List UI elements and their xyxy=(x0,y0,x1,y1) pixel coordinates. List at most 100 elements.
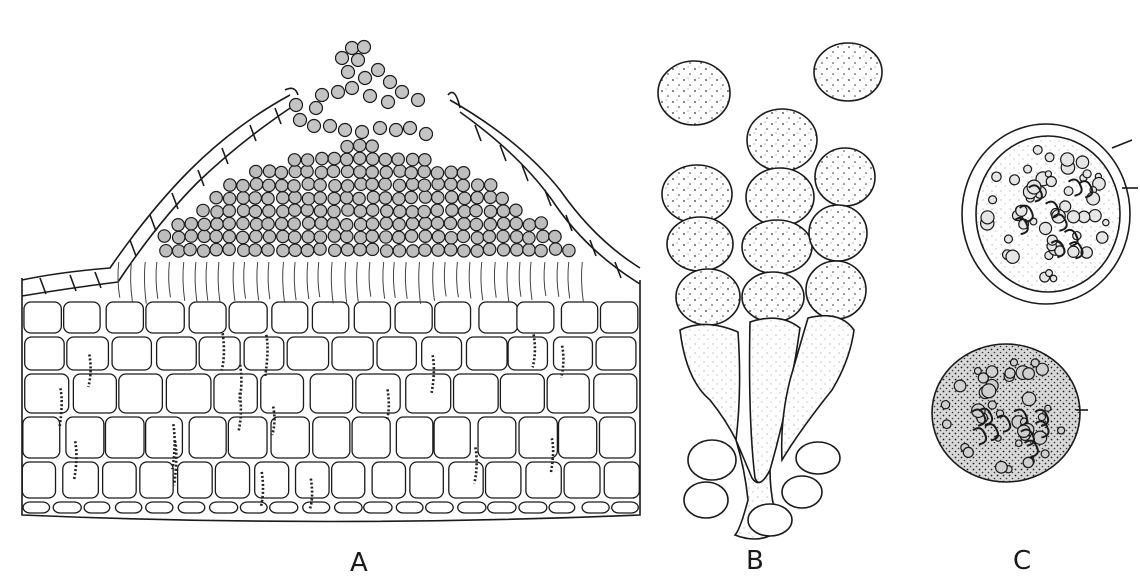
host-cell xyxy=(157,337,197,370)
host-cell xyxy=(500,374,544,413)
host-cell xyxy=(479,302,518,333)
host-cell xyxy=(549,502,575,513)
spore xyxy=(314,205,326,217)
spore xyxy=(276,179,288,191)
panel-c-spore-sections xyxy=(932,124,1138,482)
spore xyxy=(380,231,392,243)
spore-dense xyxy=(932,344,1080,482)
granule xyxy=(1016,440,1022,446)
host-cell xyxy=(215,462,249,498)
host-cell xyxy=(66,417,104,458)
host-cell xyxy=(146,502,173,513)
spore xyxy=(294,114,307,127)
spore xyxy=(384,76,397,89)
spore xyxy=(354,139,366,151)
spore xyxy=(497,205,509,217)
spore xyxy=(405,191,417,203)
host-cell xyxy=(272,302,308,333)
spore xyxy=(354,243,366,255)
host-cell xyxy=(406,374,451,413)
spore xyxy=(301,154,313,166)
host-cell xyxy=(255,462,289,498)
host-cell xyxy=(559,417,597,458)
host-cell xyxy=(466,337,507,370)
spore xyxy=(407,245,419,257)
host-cell xyxy=(748,504,792,536)
spore xyxy=(250,218,262,230)
stalk xyxy=(383,262,385,299)
host-cell xyxy=(67,337,109,370)
host-cell xyxy=(23,417,60,458)
host-cell xyxy=(228,417,267,458)
stalk xyxy=(481,262,483,300)
stalk xyxy=(369,262,371,297)
panel-label-b: B xyxy=(746,546,764,576)
spore xyxy=(419,244,431,256)
spore xyxy=(262,218,274,230)
spore xyxy=(354,205,366,217)
spore xyxy=(198,230,210,242)
stalk xyxy=(568,262,570,298)
host-cell xyxy=(410,462,443,498)
spore xyxy=(523,232,535,244)
spore xyxy=(366,166,378,178)
stalk xyxy=(206,262,208,301)
spore xyxy=(314,179,326,191)
host-cell xyxy=(352,417,390,458)
spore xyxy=(328,192,340,204)
stalk xyxy=(557,262,559,297)
spore xyxy=(211,206,223,218)
granule xyxy=(982,384,996,398)
spore xyxy=(485,179,497,191)
spore xyxy=(210,243,222,255)
spore xyxy=(366,140,378,152)
spore xyxy=(497,244,509,256)
host-cell xyxy=(458,502,486,513)
spore xyxy=(366,243,378,255)
stalk xyxy=(345,262,347,303)
granule xyxy=(1046,270,1053,277)
granule xyxy=(1041,450,1049,458)
granule xyxy=(1023,457,1033,467)
spore xyxy=(742,272,804,322)
host-cell xyxy=(178,502,205,513)
spore xyxy=(380,166,392,178)
spore xyxy=(210,230,222,242)
spore xyxy=(432,244,444,256)
spore xyxy=(537,230,549,242)
stalk xyxy=(519,262,521,297)
spore xyxy=(815,148,875,206)
spore xyxy=(184,243,196,255)
spore xyxy=(563,244,575,256)
granule xyxy=(981,211,994,224)
host-cell xyxy=(554,337,593,370)
spore xyxy=(262,192,274,204)
granule xyxy=(1076,156,1088,168)
spore xyxy=(277,244,289,256)
spore xyxy=(445,178,457,190)
spore xyxy=(676,269,740,325)
spore xyxy=(223,217,235,229)
spore xyxy=(458,192,470,204)
spore xyxy=(393,218,405,230)
spore xyxy=(250,178,262,190)
spore xyxy=(341,230,353,242)
spore xyxy=(372,64,385,77)
spore xyxy=(359,72,372,85)
host-cell xyxy=(782,476,822,508)
spore xyxy=(341,165,353,177)
host-cell xyxy=(599,417,635,458)
spore xyxy=(172,231,184,243)
spore xyxy=(354,231,366,243)
spore xyxy=(340,153,352,165)
spore xyxy=(523,244,535,256)
spore xyxy=(510,231,522,243)
spore xyxy=(809,205,867,261)
spore xyxy=(535,244,547,256)
host-cell xyxy=(287,337,328,370)
granule xyxy=(1023,368,1035,380)
spore xyxy=(484,205,496,217)
spore xyxy=(814,43,882,101)
host-cell xyxy=(796,442,840,474)
